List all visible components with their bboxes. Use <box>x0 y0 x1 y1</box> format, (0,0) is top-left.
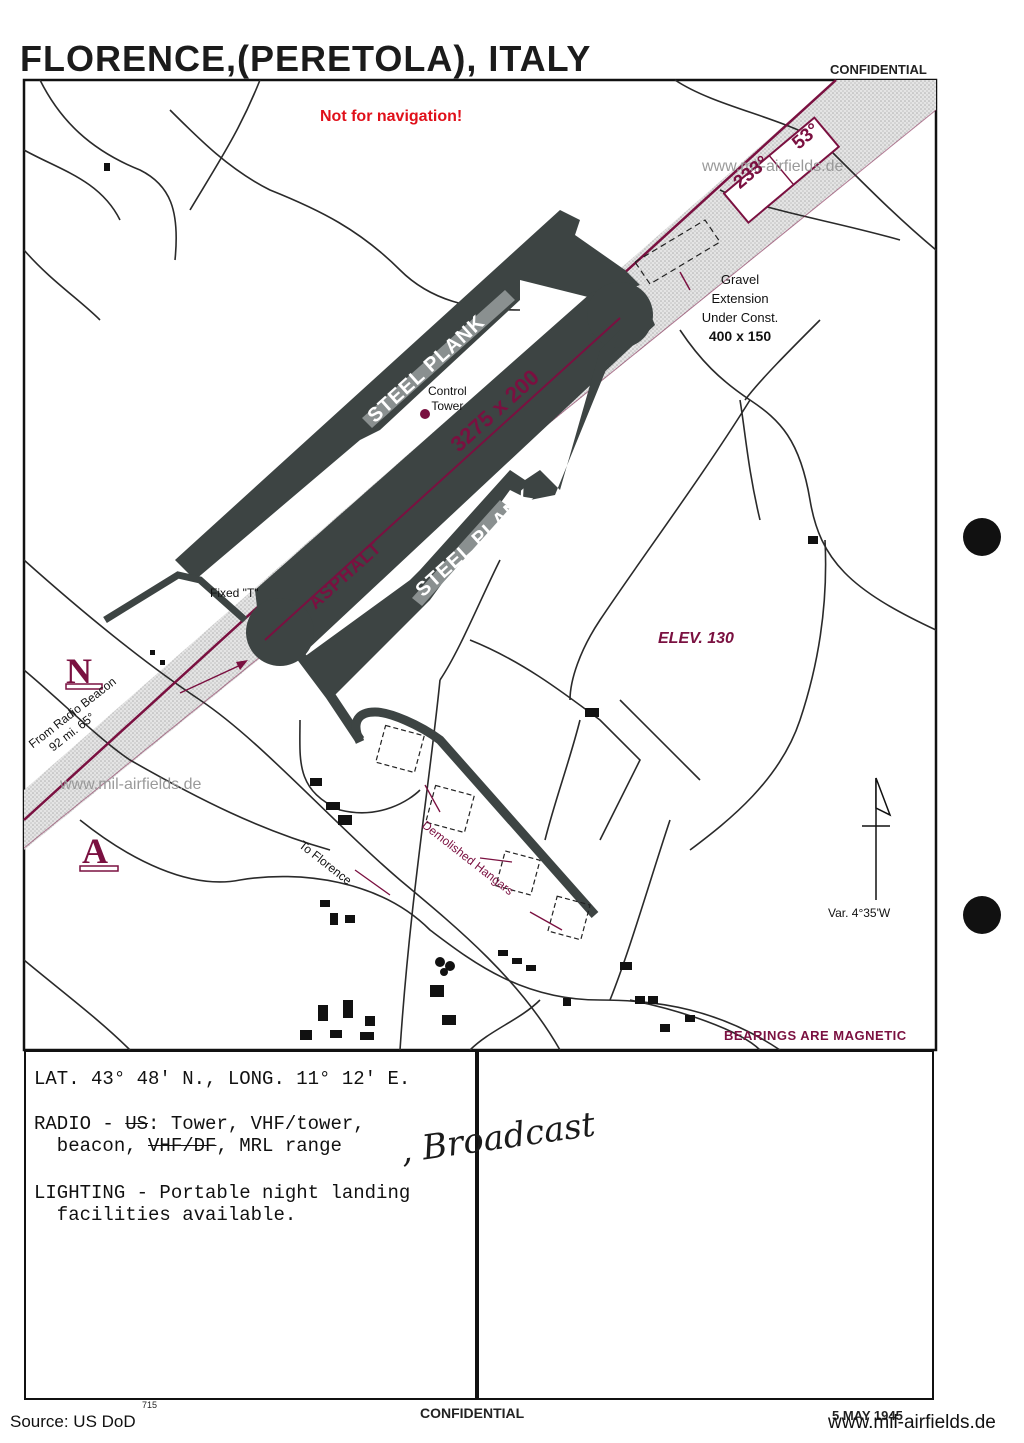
navaid-n-symbol <box>65 683 103 690</box>
radio-line2-start: beacon, <box>34 1135 149 1157</box>
connector-south <box>296 652 365 743</box>
fixed-t-label: Fixed "T" <box>210 586 259 600</box>
gravel-extension <box>634 219 721 285</box>
radio-prefix: RADIO - <box>34 1113 126 1135</box>
hangar-taxiway <box>351 707 599 918</box>
info-panel <box>24 1050 934 1400</box>
connector-north-west <box>103 571 248 623</box>
document-date: 5 MAY 1945 <box>832 1408 903 1423</box>
punch-hole-upper <box>963 518 1001 556</box>
classification-bottom: CONFIDENTIAL <box>420 1405 525 1421</box>
gravel-line1: Gravel <box>720 272 760 287</box>
gravel-extension-label: Gravel Extension Under Const. 400 x 150 <box>690 270 790 346</box>
punch-hole-lower <box>963 896 1001 934</box>
site-credit: www.mil-airfields.de <box>828 1412 996 1433</box>
watermark-left: www.mil-airfields.de <box>60 776 202 793</box>
page-title: FLORENCE,(PERETOLA), ITALY <box>20 38 592 79</box>
control-tower-line2: Tower <box>431 399 464 413</box>
gravel-line3: Under Const. <box>701 310 779 325</box>
radio-line1-rest: : Tower, VHF/tower, <box>148 1113 365 1135</box>
navaid-n-label: N <box>66 651 92 691</box>
elevation-label: ELEV. 130 <box>658 630 734 647</box>
radio-line1: RADIO - US: Tower, VHF/tower, <box>34 1113 365 1135</box>
lighting-line1: LIGHTING - Portable night landing <box>34 1182 411 1204</box>
control-tower-marker <box>420 409 430 419</box>
radio-struck-us: US <box>125 1113 149 1135</box>
variation-label: Var. 4°35'W <box>828 906 891 920</box>
heading-box <box>722 116 841 225</box>
navaid-a-label: A <box>82 831 108 871</box>
radio-line2-rest: , MRL range <box>216 1135 342 1157</box>
tree-cluster <box>435 957 455 976</box>
demolished-hangars <box>375 724 591 941</box>
lighting-line2: facilities available. <box>34 1204 297 1226</box>
taxiway-south <box>300 330 620 700</box>
roads <box>23 79 937 1051</box>
runway-end-circle-sw <box>246 598 314 666</box>
control-tower-line1: Control <box>428 384 467 398</box>
bearings-note: BEARINGS ARE MAGNETIC <box>724 1028 907 1043</box>
radio-struck-vhfdf: VHF/DF <box>148 1135 217 1157</box>
gravel-line4: 400 x 150 <box>708 328 772 344</box>
navaid-a-symbol <box>79 865 119 872</box>
buildings <box>104 163 818 1040</box>
control-tower-label: Control Tower <box>428 384 467 414</box>
runway-end-circle-ne <box>587 282 653 348</box>
radio-line2: beacon, VHF/DF, MRL range <box>34 1135 342 1157</box>
map-frame <box>22 78 938 1052</box>
lat-long-text: LAT. 43° 48' N., LONG. 11° 12' E. <box>34 1068 411 1090</box>
runway-main <box>255 290 655 652</box>
navigation-warning: Not for navigation! <box>320 108 463 125</box>
gravel-line2: Extension <box>711 291 769 306</box>
classification-top: CONFIDENTIAL <box>830 62 927 77</box>
page-number: 715 <box>142 1400 158 1410</box>
info-panel-divider <box>475 1052 479 1398</box>
north-arrow <box>862 777 892 900</box>
source-credit: Source: US DoD <box>10 1412 136 1431</box>
watermark-top: www.mil-airfields.de <box>702 158 844 175</box>
